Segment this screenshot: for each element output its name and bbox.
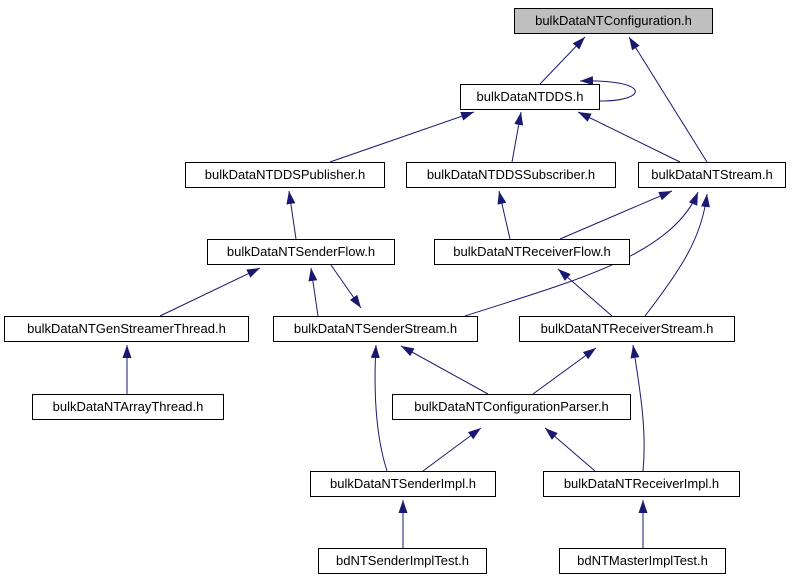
node-bulkdatantddspublisher-h[interactable]: bulkDataNTDDSPublisher.h (185, 162, 385, 188)
edge-senderImpl-senderStream (370, 344, 388, 472)
edge-parser-senderStream (400, 345, 489, 395)
node-bulkdatantsenderflow-h[interactable]: bulkDataNTSenderFlow.h (207, 239, 395, 265)
edge-group (122, 36, 710, 548)
node-bulkdatantsenderimpl-h[interactable]: bulkDataNTSenderImpl.h (310, 471, 496, 497)
edge-senderFlow-publisher (286, 190, 297, 240)
edge-senderStream-senderFlow (308, 267, 319, 317)
edge-receiverFlow-stream (559, 190, 673, 240)
node-bulkdatantddssubscriber-h[interactable]: bulkDataNTDDSSubscriber.h (406, 162, 616, 188)
node-bulkdatantstream-h[interactable]: bulkDataNTStream.h (638, 162, 786, 188)
node-bulkdatantreceiverflow-h[interactable]: bulkDataNTReceiverFlow.h (434, 239, 630, 265)
edge-parser-receiverStream (532, 347, 597, 395)
edge-receiverImpl-parser (544, 427, 596, 472)
edge-genStreamer-senderFlow (159, 267, 261, 317)
edge-receiverStream-stream (644, 193, 710, 317)
node-bdntsenderimpltest-h[interactable]: bdNTSenderImplTest.h (318, 548, 487, 574)
edge-receiverStream-receiverFlow (557, 268, 613, 317)
edge-receiverImpl-receiverStream (630, 344, 645, 472)
edge-senderImpl-parser (422, 427, 482, 472)
edge-publisher-dds (329, 111, 475, 163)
edge-senderStream-stream (464, 191, 699, 317)
node-bulkdatantarraythread-h[interactable]: bulkDataNTArrayThread.h (32, 394, 224, 420)
edge-stream-config (628, 36, 708, 163)
node-bdntmasterimpltest-h[interactable]: bdNTMasterImplTest.h (559, 548, 726, 574)
edge-subscriber-dds (511, 111, 524, 163)
node-bulkdatantreceiverimpl-h[interactable]: bulkDataNTReceiverImpl.h (543, 471, 740, 497)
edge-stream-dds (577, 111, 681, 163)
node-bulkdatantreceiverstream-h[interactable]: bulkDataNTReceiverStream.h (519, 316, 735, 342)
node-bulkdatantsenderstream-h[interactable]: bulkDataNTSenderStream.h (273, 316, 478, 342)
node-bulkdatantconfigurationparser-h[interactable]: bulkDataNTConfigurationParser.h (392, 394, 631, 420)
edge-dds-config (539, 36, 586, 85)
node-bulkdatantconfiguration-h[interactable]: bulkDataNTConfiguration.h (514, 8, 713, 34)
edge-receiverFlow-subscriber (497, 190, 511, 240)
edge-senderFlow-senderStream (330, 264, 362, 309)
edge-dds-dds (579, 76, 636, 102)
node-bulkdatantdds-h[interactable]: bulkDataNTDDS.h (460, 84, 600, 110)
node-bulkdatantgenstreamerthread-h[interactable]: bulkDataNTGenStreamerThread.h (4, 316, 249, 342)
